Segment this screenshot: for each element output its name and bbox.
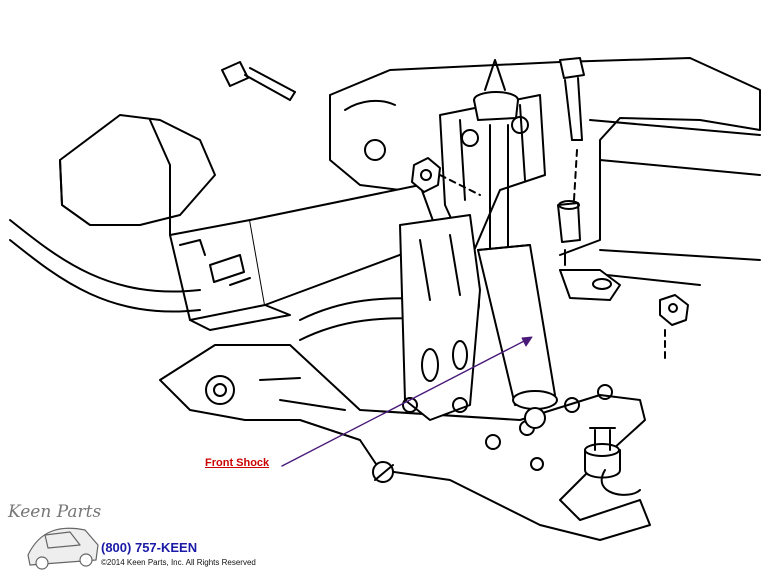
stabilizer-link-bracket	[399, 214, 481, 421]
brand-logo-car	[27, 527, 99, 570]
nut-left	[411, 157, 481, 196]
upper-bolt	[221, 61, 296, 101]
ball-joint	[584, 427, 641, 496]
front-shock-absorber	[473, 59, 558, 429]
front-shock-callout-link[interactable]: Front Shock	[205, 457, 270, 469]
nut-right	[659, 294, 689, 361]
brand-copyright: ©2014 Keen Parts, Inc. All Rights Reserv…	[101, 558, 256, 567]
callout-pointer-line	[281, 337, 531, 467]
callout-pointer-arrowhead	[521, 336, 533, 347]
shock-mount-bolt	[557, 57, 585, 266]
brand-logo: Keen Parts	[8, 502, 102, 522]
frame-box-beam	[59, 114, 441, 331]
bracket-tab-right	[559, 269, 621, 301]
brand-phone: (800) 757-KEEN	[101, 540, 198, 555]
